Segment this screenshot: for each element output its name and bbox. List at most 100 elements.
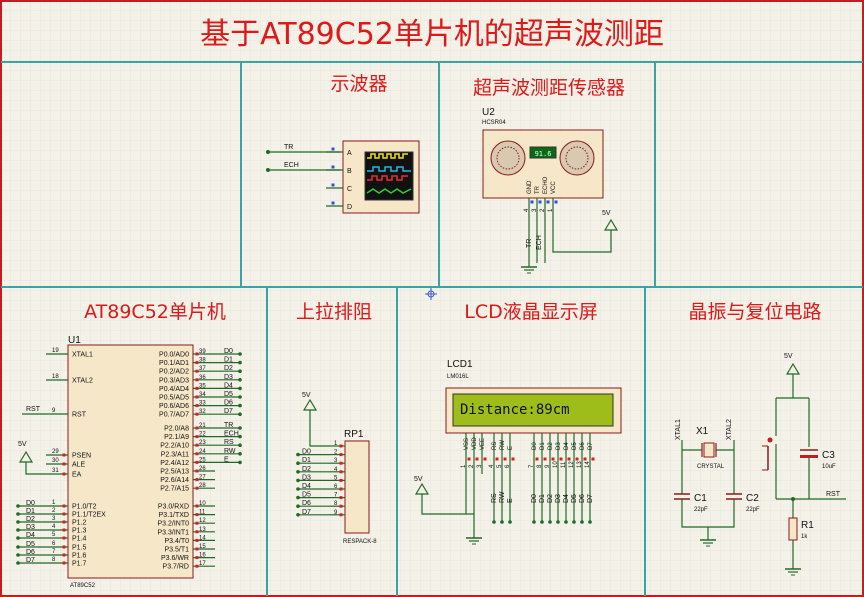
junction <box>580 520 584 524</box>
sensor-reading: 91.6 <box>535 150 552 158</box>
lcd-pin-number: 13 <box>577 461 583 468</box>
cap-c1-value: 22pF <box>694 507 708 513</box>
pin-marker <box>495 457 499 461</box>
sensor-pin-number: 2 <box>540 208 546 212</box>
junction <box>238 460 242 465</box>
pin-marker <box>62 545 66 549</box>
lcd-pin-number: 11 <box>561 461 567 468</box>
mcu-net-label: D6 <box>224 400 233 407</box>
pin-marker <box>195 435 199 439</box>
mcu-pin-number: 8 <box>52 557 56 563</box>
rp-pin-number: 3 <box>334 458 338 464</box>
junction <box>296 461 300 466</box>
junction <box>238 403 242 408</box>
cap-c3-ref: C3 <box>822 450 835 461</box>
sensor-display <box>529 146 557 159</box>
lcd-pin-label: D0 <box>532 442 538 450</box>
pin-marker <box>62 504 66 508</box>
lcd-net-label: RW <box>499 491 506 503</box>
sensor-pin-marker <box>546 200 550 204</box>
pin-marker <box>551 457 555 461</box>
pin-marker <box>195 378 199 382</box>
junction <box>508 520 512 524</box>
lcd-pin-label: RW <box>500 440 506 450</box>
mcu-at89c52[interactable]: U1 AT89C52 19XTAL118XTAL29RST29PSEN30ALE… <box>16 335 242 589</box>
sensor-net-ech: ECH <box>536 235 543 250</box>
mcu-pin-label: P2.0/A8 <box>164 426 189 433</box>
sensor-pin-label-GND: GND <box>527 180 533 194</box>
mcu-net-rst: RST <box>26 406 41 413</box>
pin-marker <box>195 538 199 542</box>
scope-pin-marker <box>331 183 335 187</box>
resistor-r1-value: 1k <box>801 534 808 540</box>
pin-marker <box>62 561 66 565</box>
lcd-pin-number: 4 <box>489 464 495 468</box>
resistor-pack[interactable]: RP1 RESPACK-8 5V 12D03D14D25D36D47D58D69… <box>296 392 377 545</box>
pin-marker <box>195 547 199 551</box>
mcu-net-label: RW <box>224 448 236 455</box>
lcd-net-label: D4 <box>563 494 570 503</box>
mcu-pin-label: P0.7/AD7 <box>159 412 189 419</box>
lcd-net-label: D6 <box>579 494 586 503</box>
lcd-pin-number: 7 <box>529 464 535 468</box>
mcu-pin-label: XTAL2 <box>72 378 93 385</box>
pin-marker <box>467 457 471 461</box>
pin-marker <box>195 469 199 473</box>
lcd-pin-number: 9 <box>545 464 551 468</box>
mcu-pin-label: P0.5/AD5 <box>159 395 189 402</box>
pin-marker <box>339 496 343 500</box>
pin-marker <box>195 369 199 373</box>
rp-net-label: D0 <box>302 449 311 456</box>
mcu-p1-net-label: D4 <box>26 532 35 539</box>
mcu-p1-net-label: D5 <box>26 541 35 548</box>
junction <box>500 520 504 524</box>
crystal-reset-circuit[interactable]: XTAL1 XTAL2 X1 CRYSTAL C1 22pF C2 22pF 5… <box>674 353 846 576</box>
pin-marker <box>583 457 587 461</box>
pin-marker <box>62 528 66 532</box>
crystal-supply: 5V <box>784 353 793 360</box>
lcd-pin-number: 14 <box>585 461 591 468</box>
pin-marker <box>339 487 343 491</box>
mcu-pin-number: 33 <box>199 401 206 407</box>
lcd-pin-label: VEE <box>480 438 486 450</box>
junction <box>564 520 568 524</box>
lcd-module[interactable]: LCD1 LM016L Distance:89cm VSS1VDD2VEE3RS… <box>414 359 622 545</box>
mcu-p1-net-label: D2 <box>26 516 35 523</box>
pin-marker <box>62 472 66 476</box>
lcd-pin-number: 2 <box>469 464 475 468</box>
mcu-pin-label: P2.3/A11 <box>161 451 189 458</box>
junction <box>238 378 242 382</box>
pin-marker <box>591 457 595 461</box>
rp-net-label: D5 <box>302 492 311 499</box>
mcu-net-label: D7 <box>224 408 233 415</box>
sensor-pin-marker <box>554 200 558 204</box>
mcu-p1-net-label: D3 <box>26 524 35 531</box>
lcd-pin-number: 5 <box>497 464 503 468</box>
mcu-pin-label: P0.6/AD6 <box>159 403 189 410</box>
lcd-pin-label: D3 <box>556 442 562 450</box>
junction <box>572 520 576 524</box>
lcd-pin-label: D5 <box>572 442 578 450</box>
junction <box>296 513 300 517</box>
mcu-pin-number: 39 <box>199 349 206 355</box>
lcd-pin-number: 10 <box>553 461 559 468</box>
pin-marker <box>339 504 343 508</box>
resistor-r1-ref: R1 <box>801 520 814 531</box>
junction <box>296 470 300 474</box>
lcd-pin-label: D1 <box>540 442 546 450</box>
mcu-p1-net-label: D6 <box>26 549 35 556</box>
pin-marker <box>195 361 199 365</box>
pin-marker <box>503 457 507 461</box>
rp-pin-number: 2 <box>334 450 338 456</box>
junction <box>16 545 20 549</box>
mcu-p1-net-label: D0 <box>26 500 35 507</box>
sensor-transmitter <box>490 140 526 176</box>
sensor-pin-label-ECHO: ECHO <box>543 176 549 194</box>
crystal-net-xtal2: XTAL2 <box>726 419 733 440</box>
mcu-pin-number: 25 <box>199 457 206 463</box>
mcu-pin-number: 32 <box>199 409 206 415</box>
mcu-pin-number: 7 <box>52 549 56 555</box>
mcu-pin-label: P0.2/AD2 <box>159 369 189 376</box>
